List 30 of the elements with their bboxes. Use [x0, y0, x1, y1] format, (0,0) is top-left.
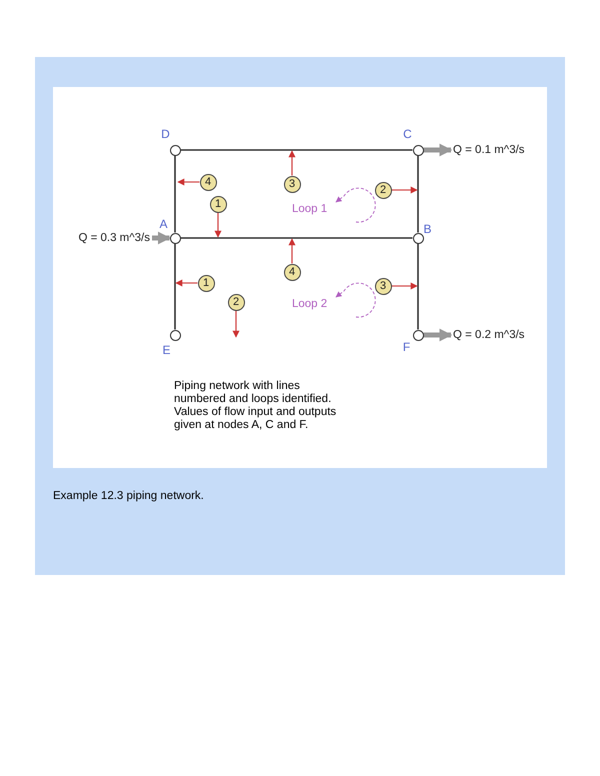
flow-label: Q = 0.2 m^3/s: [453, 328, 525, 342]
leader-line: [392, 282, 418, 290]
loop-label: Loop 2: [292, 298, 328, 310]
pipe-line: [174, 156, 176, 232]
loop-label: Loop 1: [292, 203, 328, 215]
leader-line: [288, 238, 296, 264]
pipe-line: [417, 156, 419, 232]
node-letter: F: [402, 340, 410, 352]
flow-arrow: [424, 144, 452, 156]
pipe-line: [180, 237, 412, 239]
flow-arrow: [424, 328, 452, 342]
flow-label: Q = 0.3 m^3/s: [78, 231, 150, 245]
node-letter: A: [160, 218, 168, 230]
note-text: Piping network with lines numbered and loops identified. Values of flow input and outputs given at nodes A, C and F.: [174, 380, 338, 432]
leader-line: [232, 310, 240, 338]
leader-line: [288, 150, 296, 176]
node-letter: B: [424, 222, 432, 234]
caption: Example 12.3 piping network.: [53, 490, 204, 502]
pipe-line: [174, 244, 176, 330]
node-letter: C: [403, 128, 412, 140]
leader-line: [214, 212, 222, 238]
pipe-line: [180, 149, 412, 151]
node-letter: E: [162, 344, 170, 356]
flow-arrow: [152, 232, 171, 244]
leader-line: [177, 178, 200, 186]
leader-line: [175, 280, 198, 286]
flow-label: Q = 0.1 m^3/s: [453, 143, 525, 157]
node-letter: D: [161, 128, 170, 140]
leader-line: [392, 186, 418, 194]
pipe-line: [417, 244, 419, 330]
